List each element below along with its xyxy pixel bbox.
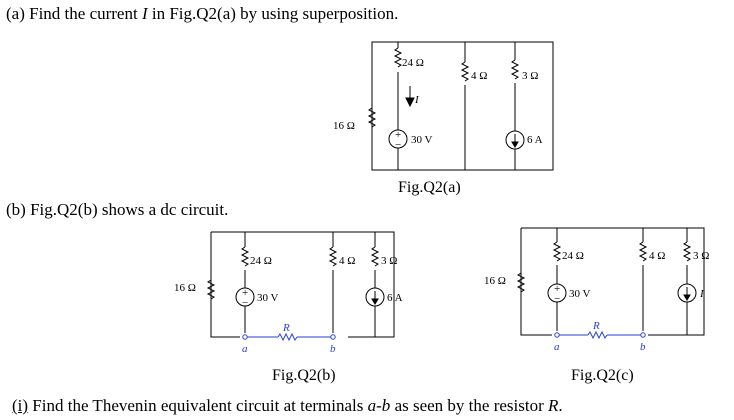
resistor-16-ohm [206,279,216,300]
resistor-3-ohm [370,246,380,267]
plus-sign: + [242,287,248,299]
frame-wire [371,41,554,171]
label-4-ohm: 4 Ω [471,70,487,82]
question-b: (b) Fig.Q2(b) shows a dc circuit. [6,200,229,219]
caption-fig-q2c: Fig.Q2(c) [571,367,634,384]
label-3-ohm: 3 Ω [693,250,709,262]
frame-wire [520,227,705,336]
label-16-ohm: 16 Ω [174,282,196,294]
label-r: R [592,320,600,332]
resistor-r [277,332,298,342]
label-6-a: 6 A [387,292,403,304]
resistor-3-ohm [510,59,520,80]
terminal-b [330,334,336,340]
terminal-b [640,332,646,338]
figure-q2a [367,41,554,171]
figure-q2c-labels: 16 Ω 24 Ω 4 Ω 3 Ω + − 30 V I R a b Fig.Q… [484,250,709,384]
resistor-24-ohm [552,241,562,262]
resistor-24-ohm [240,246,250,267]
label-16-ohm: 16 Ω [484,275,506,287]
label-24-ohm: 24 Ω [402,57,424,69]
question-b-i: (i) Find the Thevenin equivalent circuit… [12,396,563,415]
question-a: (a) Find the current I in Fig.Q2(a) by u… [6,4,399,23]
figure-q2b-ab-branch [240,332,340,342]
minus-sign: − [395,139,401,151]
frame-wire [210,231,395,338]
resistor-24-ohm [393,47,403,68]
label-4-ohm: 4 Ω [339,255,355,267]
label-terminal-b: b [330,343,336,355]
caption-fig-q2a: Fig.Q2(a) [398,179,461,196]
figure-q2c [516,227,705,336]
resistor-4-ohm [638,241,648,262]
minus-sign: − [554,293,560,305]
label-16-ohm: 16 Ω [333,120,355,132]
resistor-r [587,330,608,340]
figure-q2b-labels: 16 Ω 24 Ω 4 Ω 3 Ω + − 30 V 6 A R a b Fig… [174,255,403,384]
figure-q2b [206,231,395,338]
label-r: R [282,322,290,334]
resistor-4-ohm [328,246,338,267]
terminal-a [554,332,560,338]
figure-q2a-labels: 16 Ω 24 Ω 4 Ω 3 Ω + − 30 V 6 A I Fig.Q2(… [333,57,543,196]
label-terminal-b: b [640,341,646,353]
label-terminal-a: a [242,343,248,355]
label-3-ohm: 3 Ω [522,70,538,82]
terminal-a [242,334,248,340]
label-3-ohm: 3 Ω [381,255,397,267]
label-30-v: 30 V [411,134,433,146]
label-4-ohm: 4 Ω [649,250,665,262]
label-current-i: I [414,94,420,106]
plus-sign: + [395,129,401,141]
label-24-ohm: 24 Ω [562,250,584,262]
plus-sign: + [554,283,560,295]
label-30-v: 30 V [257,292,279,304]
resistor-16-ohm [516,272,526,293]
current-arrow [405,97,415,108]
figure-q2c-ab-branch [552,330,648,340]
resistor-4-ohm [460,61,470,82]
label-24-ohm: 24 Ω [250,255,272,267]
label-6-a: 6 A [527,134,543,146]
label-current-i: I [699,288,705,300]
resistor-16-ohm [367,107,377,128]
label-30-v: 30 V [569,288,591,300]
label-terminal-a: a [554,341,560,353]
resistor-3-ohm [682,241,692,262]
caption-fig-q2b: Fig.Q2(b) [272,367,336,384]
minus-sign: − [242,297,248,309]
